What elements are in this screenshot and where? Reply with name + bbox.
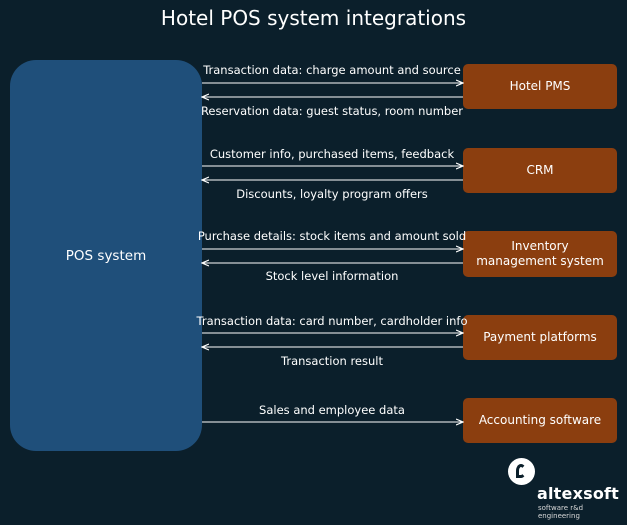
payment-platforms-node: Payment platforms [463,315,617,360]
crm-node: CRM [463,148,617,193]
label-crm-incoming: Discounts, loyalty program offers [236,187,428,201]
label-accounting-outgoing: Sales and employee data [259,403,405,417]
label-pms-outgoing: Transaction data: charge amount and sour… [203,63,461,77]
logo-name: altexsoft [537,484,620,503]
pos-system-node: POS system [10,60,202,451]
hotel-pms-label: Hotel PMS [509,79,571,93]
label-inventory-incoming: Stock level information [265,269,399,283]
accounting-software-node: Accounting software [463,398,617,443]
label-payment-outgoing: Transaction data: card number, cardholde… [196,314,468,328]
logo-tagline: software r&d engineering [538,504,584,520]
label-crm-outgoing: Customer info, purchased items, feedback [209,147,455,161]
accounting-software-label: Accounting software [478,413,602,427]
inventory-node: Inventory management system [463,231,617,277]
altexsoft-logo-icon [508,458,535,485]
crm-label: CRM [526,163,554,177]
hotel-pms-node: Hotel PMS [463,64,617,109]
diagram-title: Hotel POS system integrations [160,6,467,30]
payment-platforms-label: Payment platforms [483,330,597,344]
label-payment-incoming: Transaction result [281,354,383,368]
pos-system-label: POS system [65,247,147,264]
inventory-label-line1: Inventory [511,239,569,253]
label-pms-incoming: Reservation data: guest status, room num… [200,104,464,118]
label-inventory-outgoing: Purchase details: stock items and amount… [197,229,467,243]
inventory-label-line2: management system [476,254,604,268]
